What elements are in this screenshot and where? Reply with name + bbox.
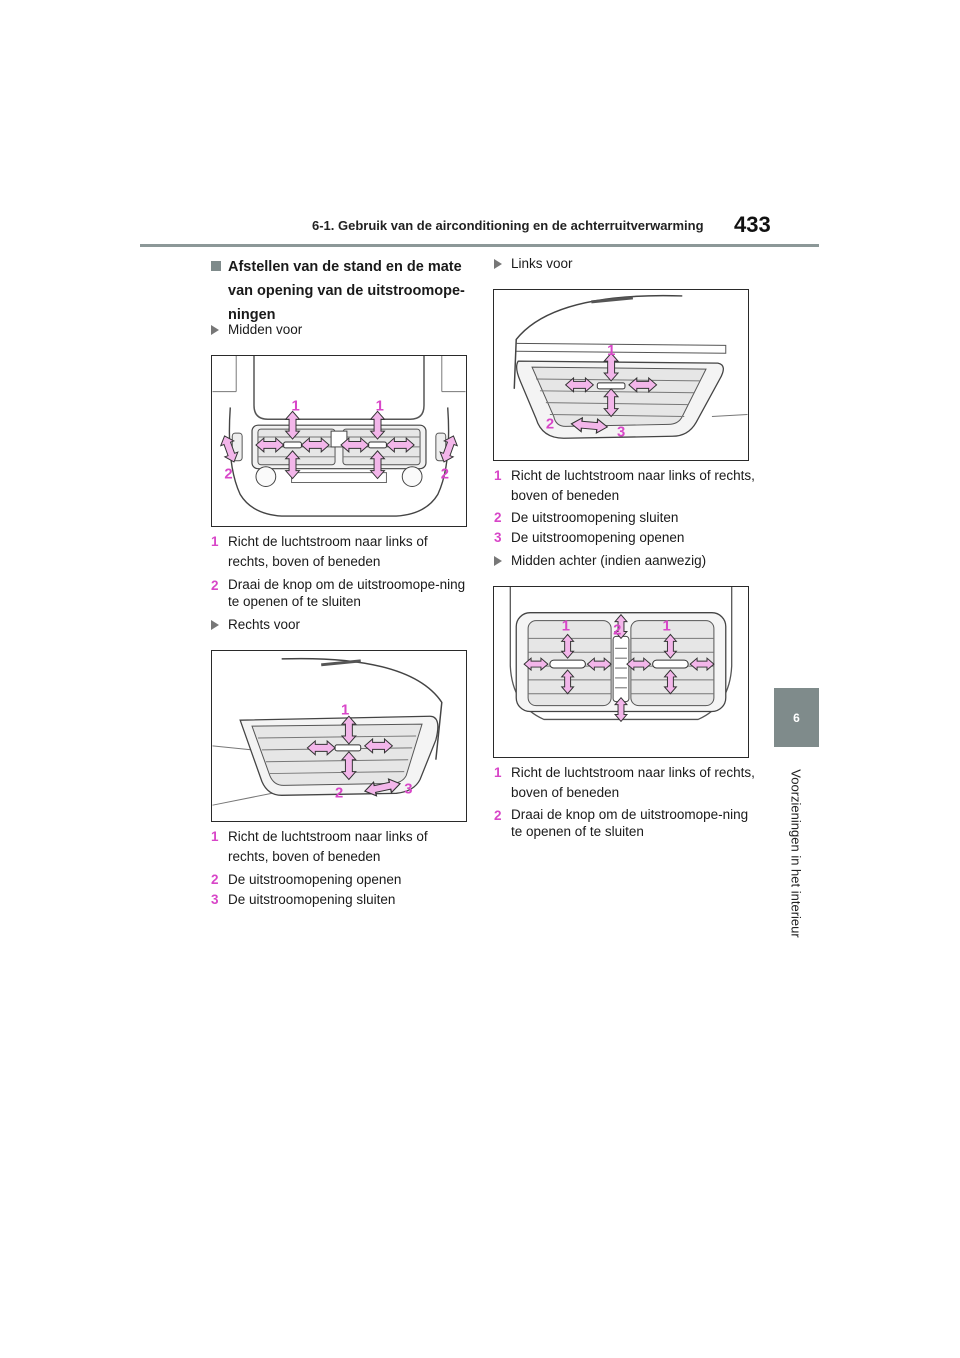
header-title: 6-1. Gebruik van de airconditioning en d…	[312, 218, 704, 233]
header-rule	[140, 244, 819, 247]
item-number: 2	[211, 872, 219, 887]
rear-center-vents-illustration: 1 2 1	[509, 587, 733, 722]
subsection-title-text: Rechts voor	[228, 617, 301, 632]
item-text: Richt de luchtstroom naar links of recht…	[511, 468, 755, 503]
chapter-side-title: Voorzieningen in het interieur	[781, 758, 811, 948]
item-text: Draai de knop om de uitstroomope-ning te…	[228, 577, 466, 609]
triangle-bullet-icon	[211, 620, 219, 630]
subsection-title-links-voor: Links voor	[494, 256, 573, 271]
heading-square-icon	[211, 261, 221, 271]
callout-1-right: 1	[663, 618, 671, 634]
item-number: 2	[494, 808, 502, 823]
callout-2-right: 2	[441, 467, 449, 483]
list-item: 2 De uitstroomopening sluiten	[494, 508, 756, 528]
right-front-vent-illustration: 1 2 3	[212, 657, 443, 806]
subsection-title-text: Midden achter (indien aanwezig)	[511, 553, 707, 568]
item-number: 1	[211, 534, 219, 549]
subsection-title-midden-voor: Midden voor	[211, 322, 302, 337]
item-text: Richt de luchtstroom naar links of recht…	[228, 534, 428, 569]
callout-3: 3	[617, 424, 625, 440]
figure-rear-center-vents: 1 2 1	[493, 586, 749, 758]
item-number: 3	[494, 530, 502, 545]
subsection-title-rechts-voor: Rechts voor	[211, 617, 300, 632]
callout-1: 1	[341, 702, 349, 718]
left-front-vent-illustration: 1 2 3	[513, 294, 748, 440]
figure-left-front-vent: 1 2 3	[493, 289, 749, 461]
page-number: 433	[734, 212, 771, 237]
item-number: 1	[494, 468, 502, 483]
item-number: 1	[494, 765, 502, 780]
subsection-title-text: Links voor	[511, 256, 573, 271]
item-number: 3	[211, 892, 219, 907]
callout-2-left: 2	[224, 467, 232, 483]
list-item: 2 De uitstroomopening openen	[211, 870, 471, 890]
item-text: Richt de luchtstroom naar links of recht…	[228, 829, 428, 864]
item-number: 2	[494, 510, 502, 525]
figure-right-front-vent: 1 2 3	[211, 650, 467, 822]
item-text: De uitstroomopening openen	[511, 530, 685, 545]
item-text: De uitstroomopening openen	[228, 872, 402, 887]
callout-1-right: 1	[376, 398, 384, 414]
callout-1-left: 1	[292, 398, 300, 414]
chapter-number: 6	[793, 710, 800, 725]
triangle-bullet-icon	[494, 556, 502, 566]
list-item: 3 De uitstroomopening openen	[494, 528, 756, 548]
item-text: De uitstroomopening sluiten	[228, 892, 396, 907]
list-item: 1 Richt de luchtstroom naar links of rec…	[211, 532, 471, 572]
callout-2: 2	[335, 785, 343, 801]
callout-2: 2	[546, 416, 554, 432]
triangle-bullet-icon	[494, 259, 502, 269]
item-text: Richt de luchtstroom naar links of recht…	[511, 765, 755, 800]
list-item: 1 Richt de luchtstroom naar links of rec…	[211, 827, 471, 867]
item-number: 2	[211, 578, 219, 593]
callout-3: 3	[404, 781, 412, 797]
figure-center-front-vents: 1 1 2 2	[211, 355, 467, 527]
chapter-title: Voorzieningen in het interieur	[788, 768, 804, 938]
list-item: 1 Richt de luchtstroom naar links of rec…	[494, 763, 756, 803]
section-heading-text: Afstellen van de stand en de mate van op…	[228, 259, 465, 323]
callout-1-left: 1	[562, 618, 570, 634]
list-item: 2 Draai de knop om de uitstroomope-ning …	[211, 576, 473, 610]
list-item: 1 Richt de luchtstroom naar links of rec…	[494, 466, 756, 506]
callout-2-center: 2	[613, 622, 621, 638]
subsection-title-midden-achter: Midden achter (indien aanwezig)	[494, 553, 706, 568]
item-number: 1	[211, 829, 219, 844]
center-front-vents-illustration: 1 1 2 2	[212, 356, 466, 517]
item-text: Draai de knop om de uitstroomope-ning te…	[511, 807, 749, 839]
triangle-bullet-icon	[211, 325, 219, 335]
list-item: 2 Draai de knop om de uitstroomope-ning …	[494, 806, 758, 840]
section-heading: Afstellen van de stand en de mate van op…	[211, 255, 473, 327]
chapter-tab: 6	[774, 688, 819, 747]
item-text: De uitstroomopening sluiten	[511, 510, 679, 525]
subsection-title-text: Midden voor	[228, 322, 303, 337]
callout-1: 1	[607, 343, 615, 359]
list-item: 3 De uitstroomopening sluiten	[211, 890, 471, 910]
